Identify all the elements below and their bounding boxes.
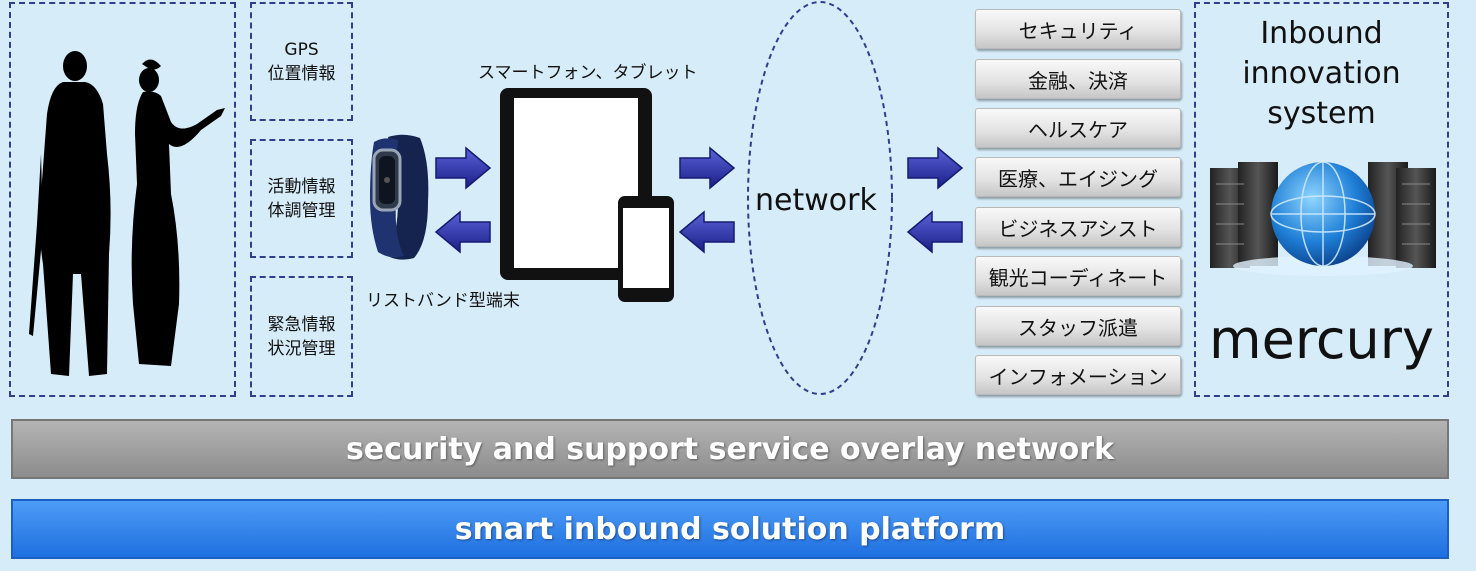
system-title-line2: innovation bbox=[1242, 56, 1401, 91]
service-medical: 医療、エイジング bbox=[975, 157, 1181, 197]
service-tourism: 観光コーディネート bbox=[975, 256, 1181, 296]
server-globe-icon bbox=[1210, 161, 1436, 276]
wristband-icon bbox=[370, 134, 429, 260]
arrow-left-icon-2 bbox=[678, 210, 735, 254]
info-box-activity-line2: 体調管理 bbox=[267, 200, 336, 221]
info-box-activity: 活動情報 体調管理 bbox=[250, 139, 353, 258]
network-label: network bbox=[755, 183, 877, 218]
tablet-phone-icon bbox=[500, 88, 674, 302]
info-box-gps: GPS 位置情報 bbox=[250, 2, 353, 121]
system-panel: Inbound innovation system mercury bbox=[1194, 2, 1449, 397]
people-silhouette-icon bbox=[29, 51, 225, 376]
info-box-emergency-line1: 緊急情報 bbox=[267, 314, 336, 335]
system-title-line3: system bbox=[1267, 96, 1376, 131]
service-finance: 金融、決済 bbox=[975, 59, 1181, 99]
service-information: インフォメーション bbox=[975, 355, 1181, 395]
service-healthcare: ヘルスケア bbox=[975, 108, 1181, 148]
service-staffing: スタッフ派遣 bbox=[975, 306, 1181, 346]
info-box-gps-line1: GPS bbox=[284, 39, 319, 60]
network-ellipse bbox=[747, 1, 893, 395]
info-box-emergency-line2: 状況管理 bbox=[267, 338, 336, 359]
arrow-right-icon-1 bbox=[435, 146, 492, 190]
platform-bar: smart inbound solution platform bbox=[11, 499, 1449, 559]
service-business: ビジネスアシスト bbox=[975, 207, 1181, 247]
system-name: mercury bbox=[1209, 308, 1434, 371]
arrow-right-icon-3 bbox=[907, 146, 964, 190]
info-box-activity-line1: 活動情報 bbox=[267, 176, 336, 197]
arrow-left-icon-1 bbox=[434, 210, 491, 254]
info-box-gps-line2: 位置情報 bbox=[267, 63, 336, 84]
overlay-network-bar: security and support service overlay net… bbox=[11, 419, 1449, 479]
arrow-left-icon-3 bbox=[906, 210, 963, 254]
info-box-emergency: 緊急情報 状況管理 bbox=[250, 276, 353, 397]
system-title: Inbound innovation system bbox=[1196, 14, 1447, 134]
people-panel bbox=[9, 2, 236, 397]
wristband-label: リストバンド型端末 bbox=[366, 291, 520, 311]
smartphone-label: スマートフォン、タブレット bbox=[478, 63, 698, 83]
system-title-line1: Inbound bbox=[1260, 16, 1383, 51]
arrow-right-icon-2 bbox=[679, 146, 736, 190]
service-security: セキュリティ bbox=[975, 9, 1181, 49]
